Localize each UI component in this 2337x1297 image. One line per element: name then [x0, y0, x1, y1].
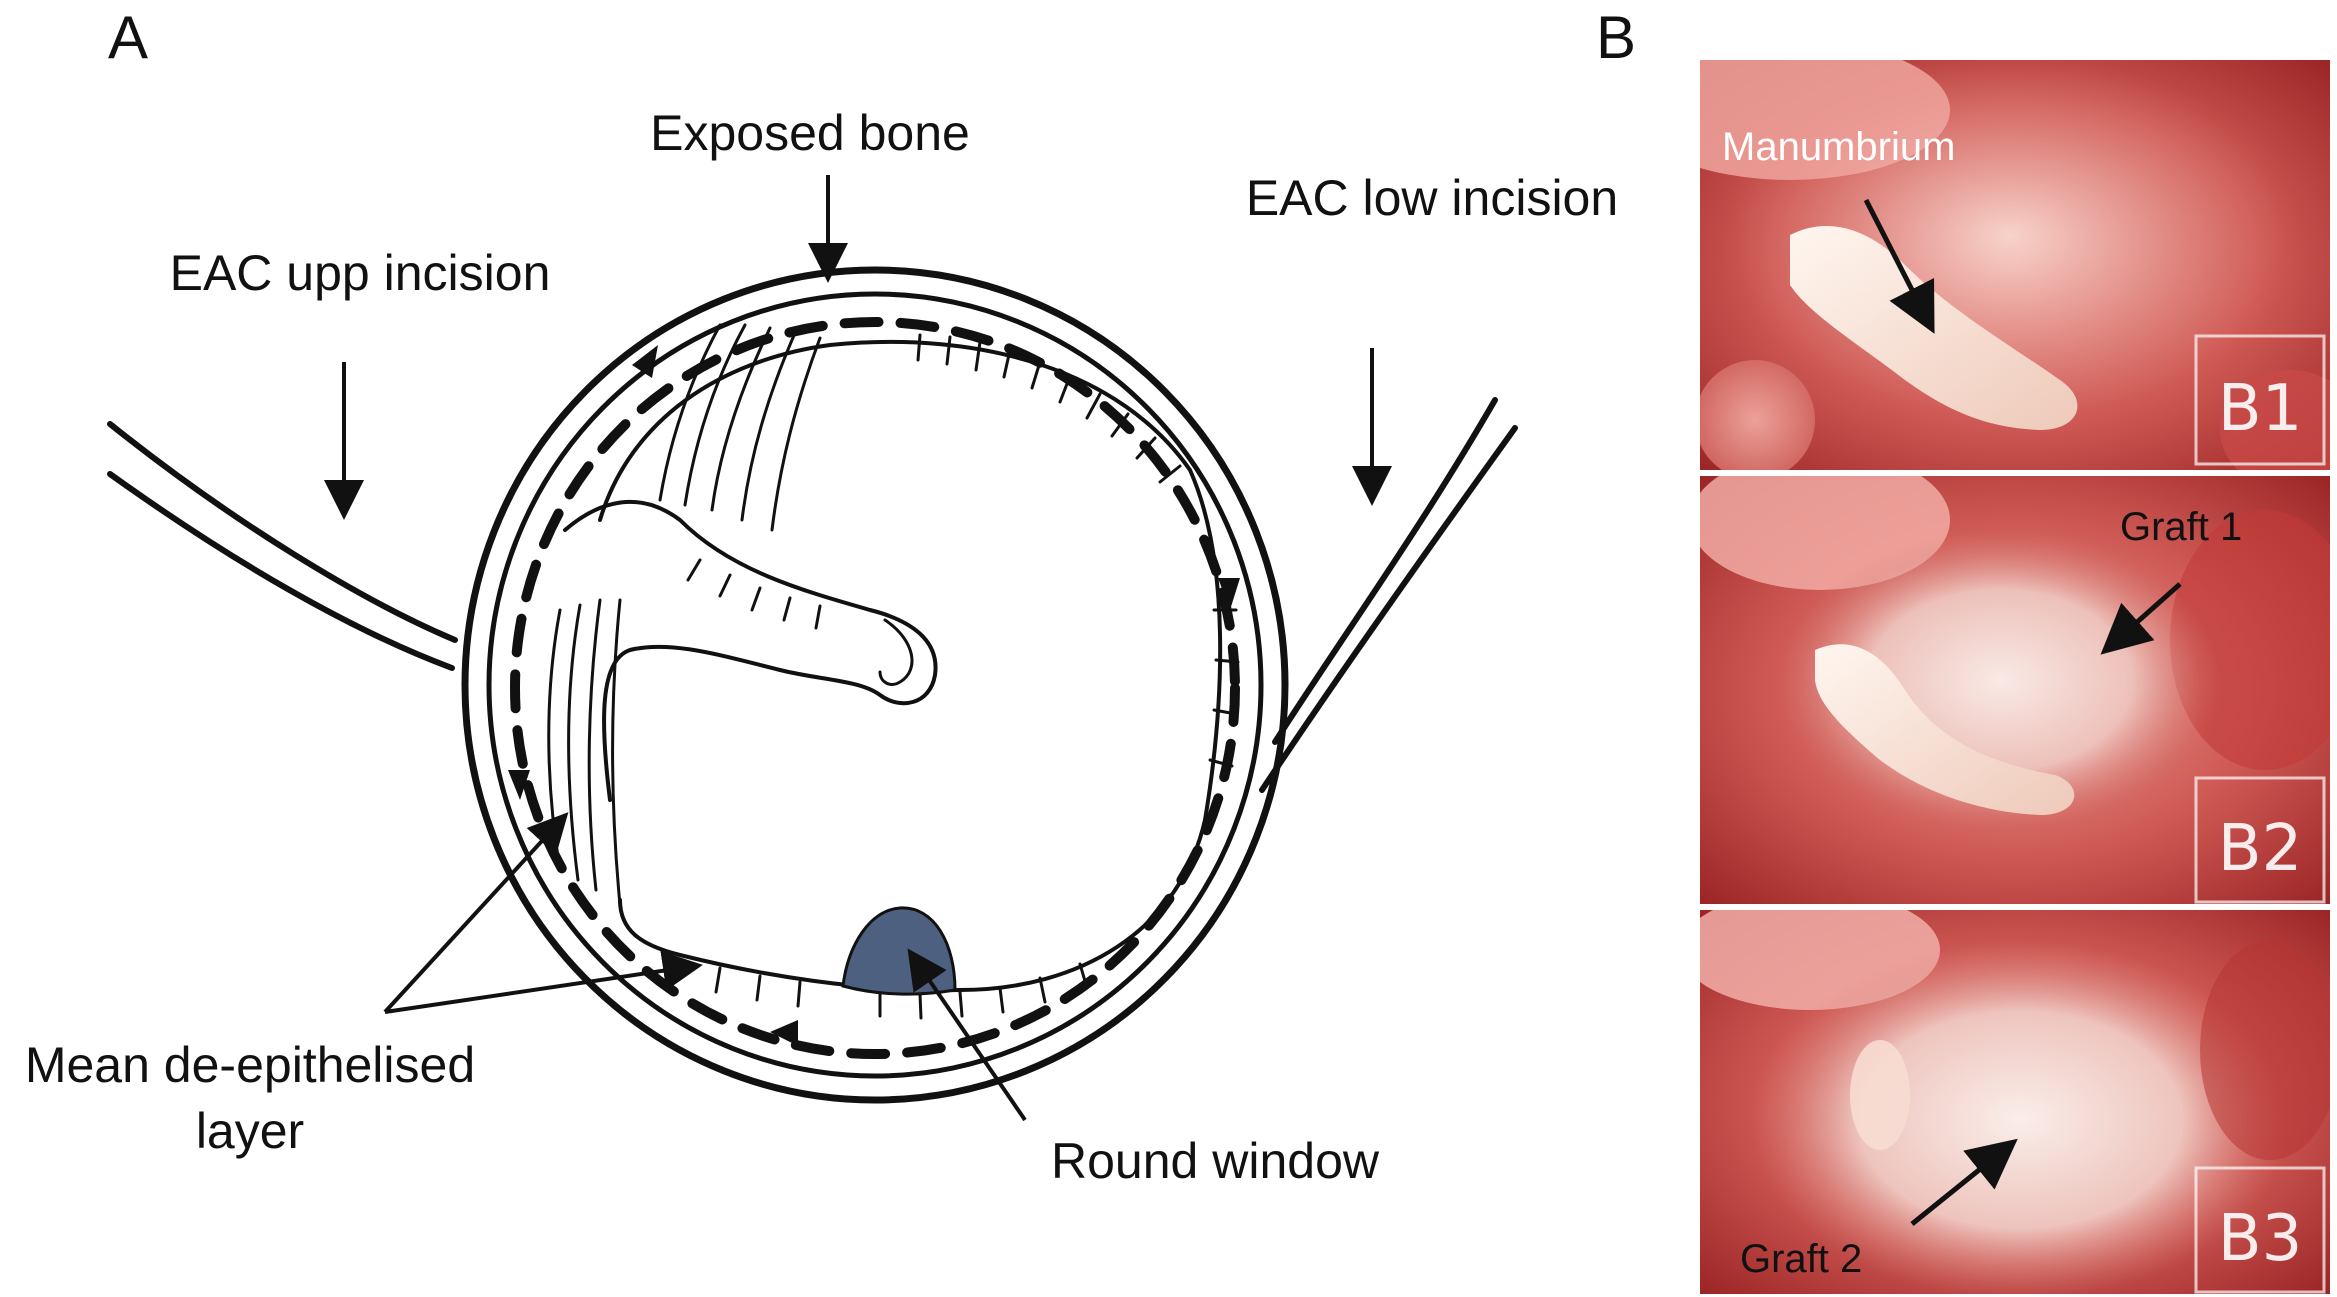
eac-upper-wall-outer [107, 421, 458, 643]
annotation-graft-2: Graft 2 [1740, 1237, 1862, 1281]
eac-upper-wall-inner [107, 471, 455, 671]
round-window-shape [841, 906, 957, 996]
striation-3 [710, 326, 772, 512]
canal-ring-inner [486, 291, 1264, 1079]
annotation-manumbrium: Manumbrium [1722, 125, 1955, 169]
ear-canal-diagram [107, 266, 1518, 1104]
badge-b2: B2 [2218, 812, 2303, 886]
label-round-window: Round window [1051, 1133, 1380, 1189]
dash-arrowhead-right [1218, 578, 1240, 610]
panel-b-letter: B [1596, 4, 1636, 71]
badge-b1: B1 [2218, 372, 2303, 446]
tick-marks-upper [916, 333, 1182, 484]
canal-ring-outer [461, 266, 1289, 1104]
dashed-line-arrowheads [508, 345, 1240, 1046]
tick-marks-malleus [686, 558, 822, 630]
panel-a-letter: A [108, 4, 148, 71]
striation-5 [770, 336, 822, 532]
arrow-graft-2 [1910, 1138, 2018, 1226]
label-mean-layer-line2: layer [196, 1103, 304, 1159]
label-exposed-bone: Exposed bone [650, 105, 970, 161]
arrow-manumbrium [1863, 198, 1935, 334]
badge-b3: B3 [2218, 1202, 2303, 1276]
tick-marks-lower [714, 962, 1089, 1020]
label-eac-low-incision: EAC low incision [1246, 170, 1618, 226]
dash-arrowhead-top-left [632, 345, 658, 378]
arrow-mean-layer-1 [383, 812, 569, 1014]
striation-7 [566, 603, 582, 882]
arrow-round-window [907, 948, 1027, 1122]
arrow-mean-layer-2 [384, 950, 703, 1014]
eac-lower-wall-outer [1272, 397, 1498, 745]
eac-lower-wall-inner [1259, 425, 1518, 793]
annotation-graft-1: Graft 1 [2120, 505, 2242, 549]
label-mean-layer-line1: Mean de-epithelised [25, 1037, 475, 1093]
label-eac-upp-incision: EAC upp incision [170, 245, 551, 301]
tick-marks-right [1208, 608, 1240, 768]
arrow-graft-1 [2100, 582, 2182, 655]
malleus-inner [878, 618, 914, 686]
striation-4 [740, 331, 797, 522]
photo-b3 [1700, 910, 2330, 1294]
panel-a-annotation-arrows [324, 175, 1392, 1122]
striation-1 [658, 323, 722, 502]
dash-arrowhead-bottom [770, 1020, 798, 1046]
malleus-shape [563, 499, 938, 802]
tympanic-inner-boundary [598, 339, 1223, 993]
dash-arrowhead-left [508, 770, 530, 800]
striation-9 [611, 598, 622, 907]
dashed-incision-line [510, 317, 1240, 1059]
striation-2 [683, 323, 747, 507]
striation-8 [587, 598, 602, 892]
